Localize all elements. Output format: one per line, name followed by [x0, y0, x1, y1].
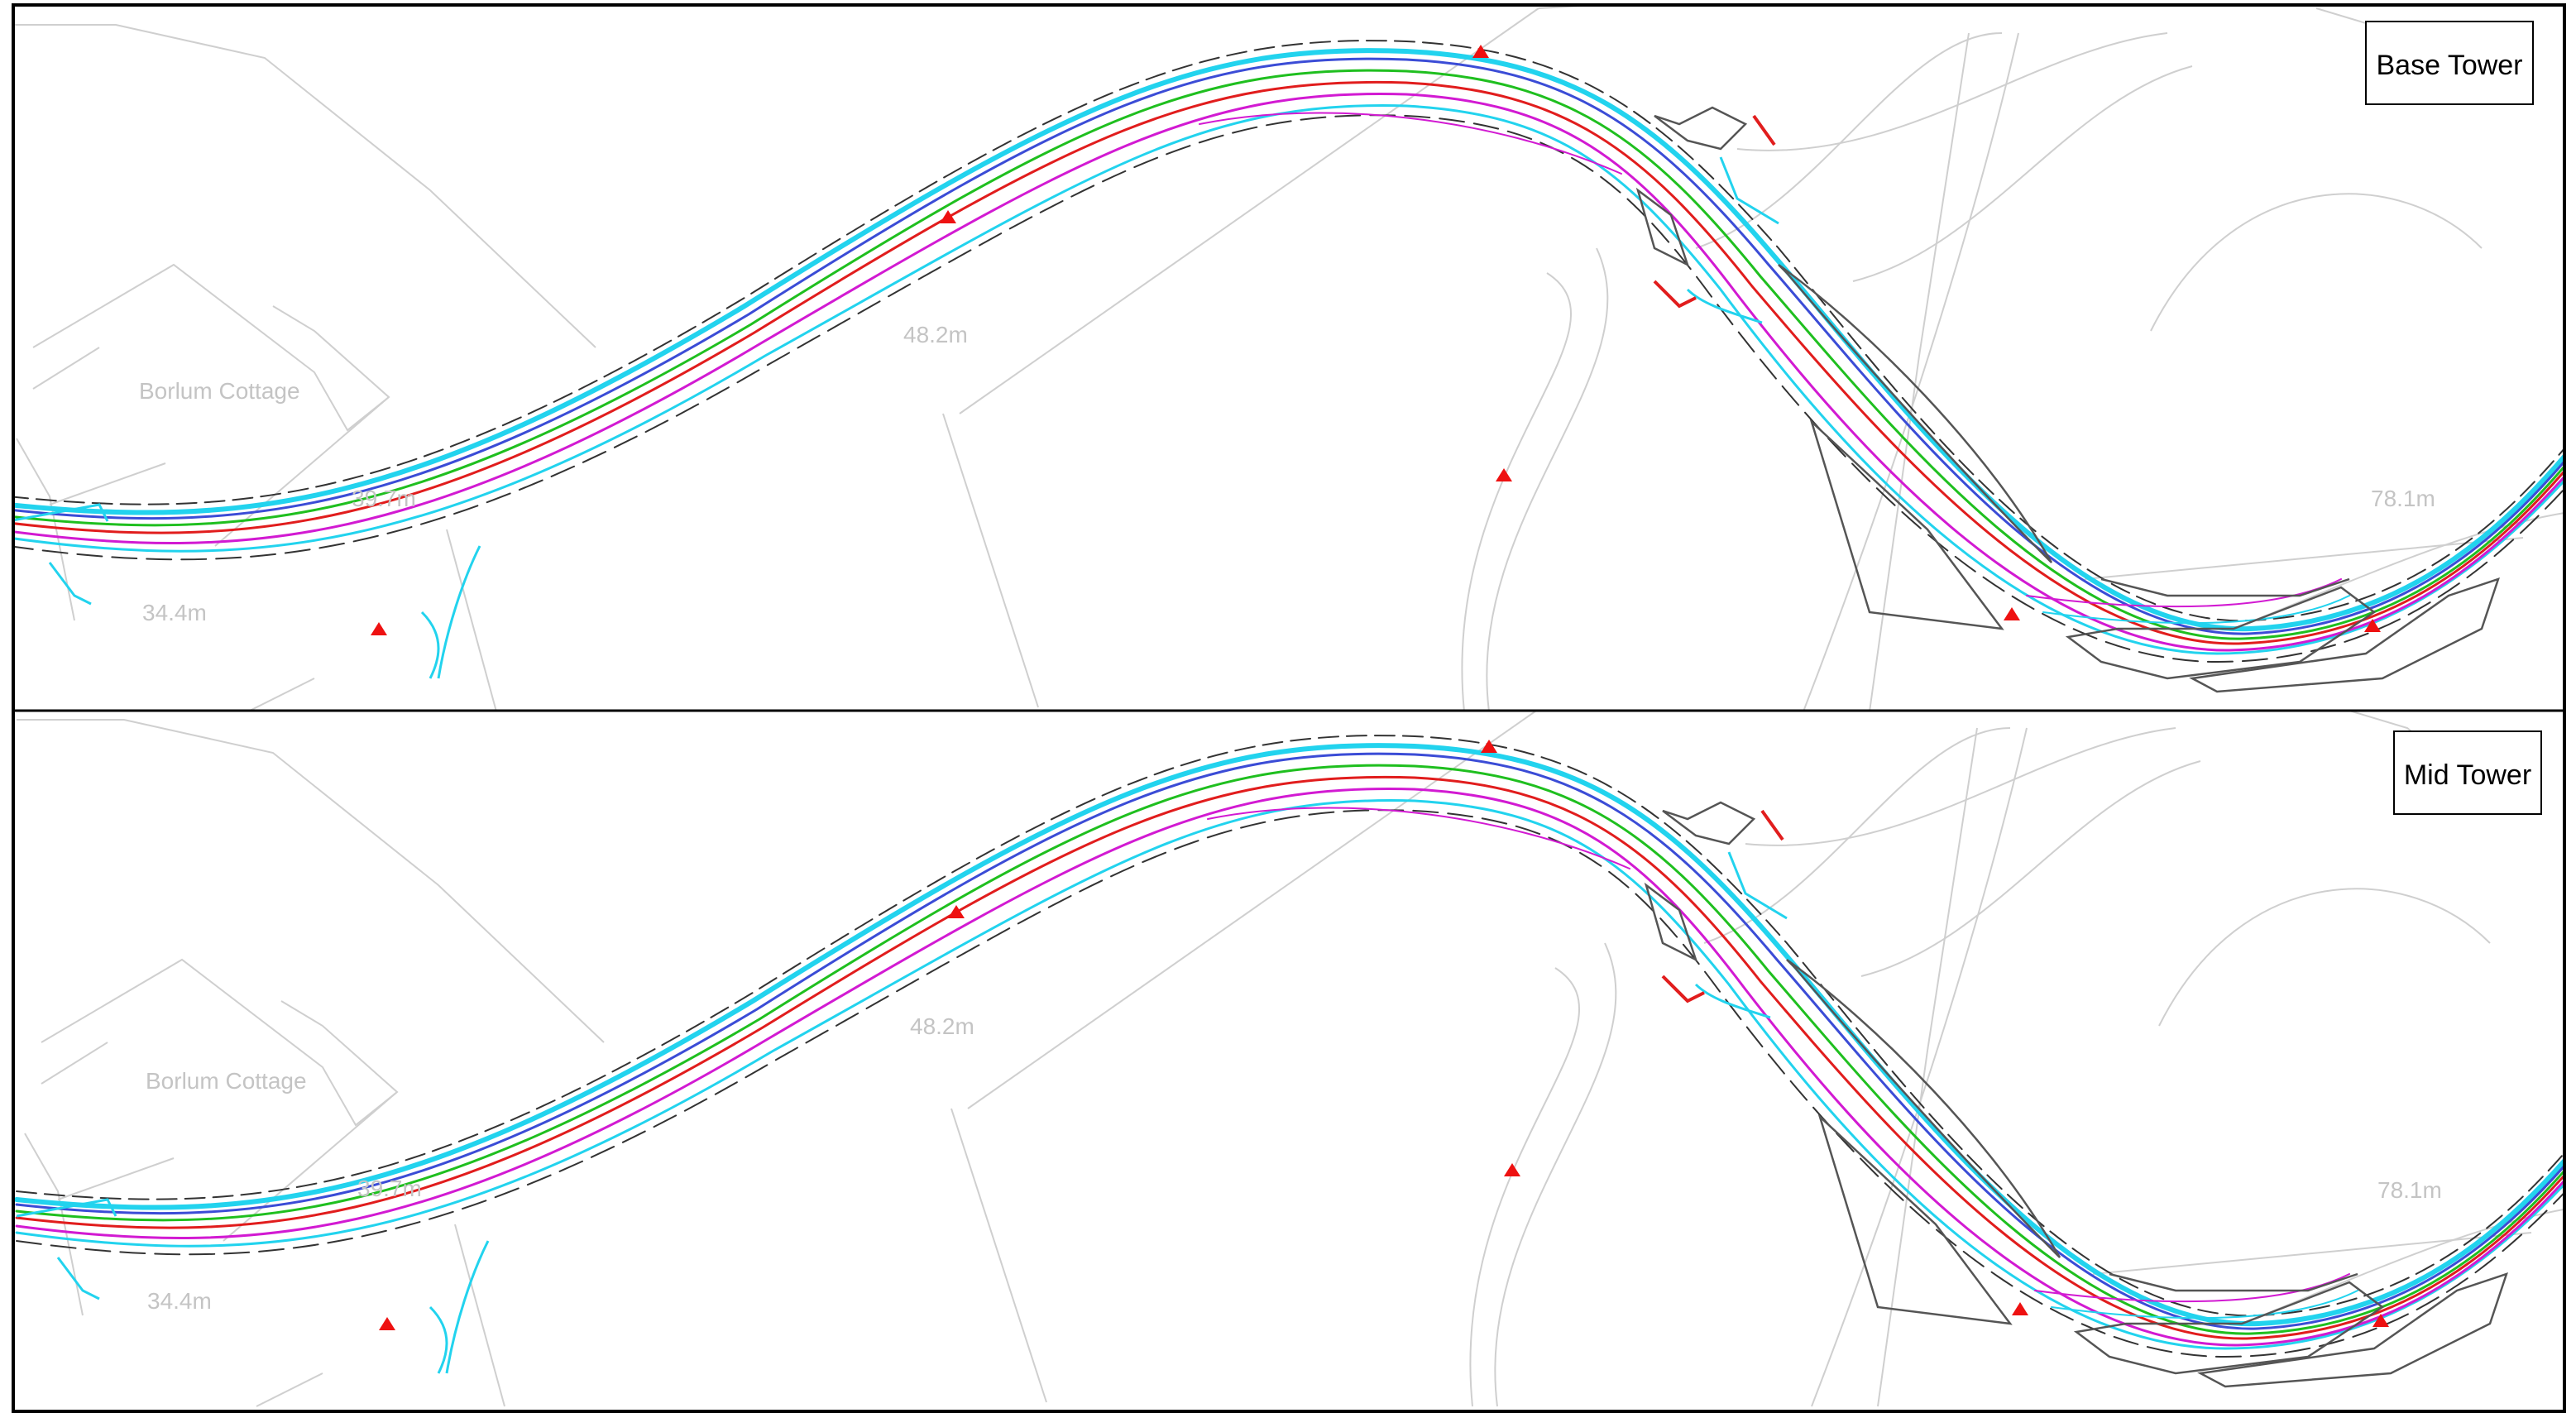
- elevation-label: 48.2m: [903, 322, 968, 347]
- elevation-label: 48.2m: [910, 1013, 974, 1039]
- panel-mid-tower-label: Mid Tower: [2393, 730, 2542, 815]
- panel-base-tower: Borlum Cottage 39.7m 48.2m 34.4m 78.1m: [8, 5, 2573, 711]
- elevation-label: 78.1m: [2371, 486, 2435, 511]
- panel-mid-tower: Borlum Cottage 39.7m 48.2m 34.4m 78.1m: [17, 700, 2576, 1406]
- place-label-cottage: Borlum Cottage: [146, 1068, 307, 1094]
- elevation-label: 34.4m: [147, 1288, 212, 1314]
- panel-base-tower-label: Base Tower: [2365, 21, 2534, 105]
- place-label-cottage: Borlum Cottage: [139, 378, 300, 404]
- panel-title: Base Tower: [2376, 50, 2522, 81]
- elevation-label: 39.7m: [352, 486, 416, 511]
- panel-title: Mid Tower: [2404, 759, 2531, 791]
- figure-frame: [12, 3, 2566, 1413]
- elevation-label: 39.7m: [357, 1176, 422, 1201]
- elevation-label: 34.4m: [142, 600, 207, 625]
- elevation-label: 78.1m: [2377, 1177, 2442, 1203]
